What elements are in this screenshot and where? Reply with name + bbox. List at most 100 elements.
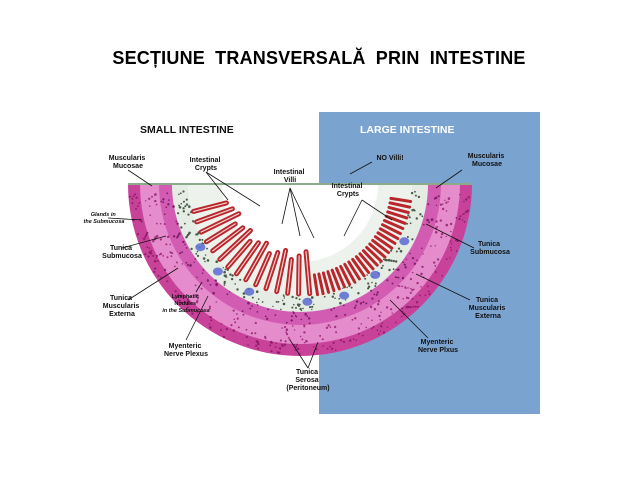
tissue-dot bbox=[231, 274, 234, 277]
tissue-dot bbox=[401, 285, 404, 288]
tissue-dot bbox=[242, 296, 246, 299]
tissue-dot bbox=[163, 223, 166, 225]
tissue-dot bbox=[408, 216, 411, 219]
tissue-dot bbox=[281, 327, 283, 329]
tissue-dot bbox=[196, 254, 200, 257]
tissue-dot bbox=[409, 222, 412, 225]
tissue-dot bbox=[397, 247, 401, 250]
tissue-dot bbox=[184, 205, 187, 208]
tissue-dot bbox=[157, 260, 159, 262]
tissue-dot bbox=[344, 299, 347, 301]
tissue-dot bbox=[192, 220, 195, 223]
tissue-dot bbox=[267, 308, 269, 311]
tissue-dot bbox=[436, 226, 439, 228]
villus-core bbox=[305, 251, 311, 295]
tissue-dot bbox=[171, 252, 174, 255]
tissue-dot bbox=[359, 302, 363, 305]
tissue-dot bbox=[186, 264, 189, 266]
tissue-dot bbox=[435, 271, 437, 273]
tissue-dot bbox=[394, 276, 397, 279]
label-small-muscularis-mucosae: Muscularis Mucosae bbox=[109, 155, 148, 170]
tissue-dot bbox=[154, 199, 157, 203]
label-tunica-serosa: Tunica Serosa (Peritoneum) bbox=[286, 369, 329, 392]
tissue-dot bbox=[331, 347, 334, 350]
tissue-dot bbox=[406, 305, 410, 309]
tissue-dot bbox=[295, 306, 297, 309]
tissue-dot bbox=[151, 195, 153, 198]
tissue-dot bbox=[166, 280, 169, 283]
tissue-dot bbox=[181, 263, 184, 265]
tissue-dot bbox=[202, 269, 205, 271]
tissue-dot bbox=[237, 326, 240, 329]
tissue-dot bbox=[153, 270, 156, 273]
tissue-dot bbox=[303, 331, 306, 334]
crypt bbox=[326, 270, 336, 293]
tissue-dot bbox=[215, 301, 217, 303]
tissue-dot bbox=[229, 273, 232, 276]
tissue-dot bbox=[247, 344, 249, 346]
label-tunica-submucosa-large: Tunica Submucosa bbox=[470, 241, 510, 256]
tissue-dot bbox=[308, 322, 311, 325]
tissue-dot bbox=[434, 231, 438, 234]
tissue-dot bbox=[445, 235, 447, 238]
tissue-dot bbox=[174, 265, 176, 268]
tissue-dot bbox=[304, 313, 307, 316]
tissue-dot bbox=[427, 290, 430, 293]
tissue-dot bbox=[459, 194, 461, 196]
tissue-dot bbox=[321, 338, 324, 341]
tissue-dot bbox=[295, 315, 298, 318]
tissue-dot bbox=[197, 296, 199, 298]
submucosal-glands bbox=[195, 237, 410, 306]
crypt bbox=[339, 265, 352, 286]
tissue-dot bbox=[299, 335, 302, 338]
tissue-dot bbox=[150, 249, 153, 252]
tissue-dot bbox=[184, 243, 186, 246]
tissue-dot bbox=[193, 261, 195, 263]
tissue-dot bbox=[179, 192, 182, 195]
tissue-dot bbox=[187, 213, 190, 216]
tissue-dot bbox=[449, 222, 453, 226]
tissue-dot bbox=[449, 240, 452, 243]
tissue-dot bbox=[386, 279, 389, 282]
tissue-dot bbox=[160, 276, 162, 279]
tissue-dot bbox=[266, 317, 269, 320]
crypt bbox=[358, 252, 375, 271]
tissue-dot bbox=[200, 287, 203, 290]
tissue-dot bbox=[182, 240, 185, 244]
tissue-dot bbox=[435, 196, 438, 199]
tissue-dot bbox=[180, 226, 183, 229]
tissue-dot bbox=[422, 223, 425, 226]
tissue-dot bbox=[372, 326, 375, 328]
crypt bbox=[376, 231, 397, 245]
tissue-dot bbox=[166, 256, 169, 259]
tissue-dot bbox=[280, 308, 282, 311]
tissue-dot bbox=[223, 281, 226, 285]
tissue-dot bbox=[313, 303, 315, 306]
tissue-dot bbox=[294, 314, 297, 317]
label-tunica-muscularis-externa-large: Tunica Muscularis Externa bbox=[469, 297, 508, 320]
gland-cluster bbox=[370, 270, 381, 279]
tissue-dot bbox=[168, 199, 170, 201]
tissue-dot bbox=[421, 247, 423, 250]
tissue-dot bbox=[405, 258, 407, 260]
tissue-dot bbox=[391, 282, 394, 285]
tissue-dot bbox=[414, 194, 417, 197]
tissue-dot bbox=[427, 203, 430, 206]
tissue-dot bbox=[137, 205, 139, 207]
tissue-dot bbox=[223, 270, 226, 274]
intestinal-villi bbox=[191, 200, 313, 297]
tissue-dot bbox=[362, 301, 365, 304]
tissue-dot bbox=[421, 215, 424, 218]
tissue-dot bbox=[131, 197, 134, 200]
tissue-dot bbox=[445, 223, 449, 227]
tissue-dot bbox=[308, 317, 311, 320]
crypt bbox=[312, 273, 319, 297]
tissue-dot bbox=[162, 198, 165, 201]
tissue-dot bbox=[285, 328, 289, 331]
tissue-dot bbox=[159, 222, 162, 225]
tissue-dot bbox=[222, 267, 224, 269]
tissue-dot bbox=[182, 207, 185, 210]
tissue-dot bbox=[277, 301, 280, 303]
tissue-dot bbox=[450, 230, 452, 233]
tissue-dot bbox=[411, 297, 414, 300]
